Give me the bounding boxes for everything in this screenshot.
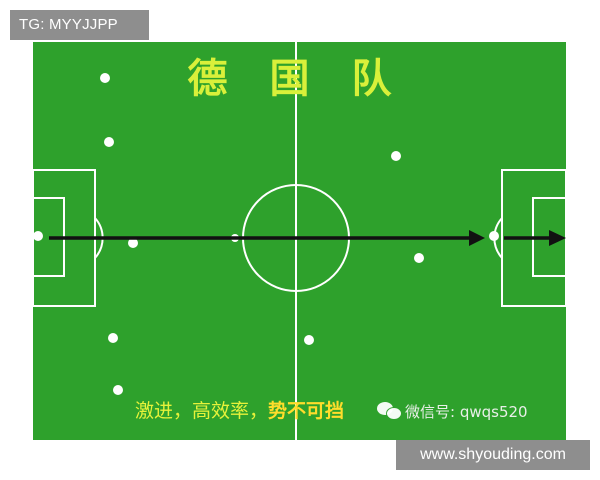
player-dot	[33, 231, 43, 241]
player-dot	[128, 238, 138, 248]
tactics-caption: 激进，高效率，势不可挡	[135, 398, 344, 424]
player-dots	[33, 73, 499, 395]
right-penalty-box	[501, 169, 566, 307]
player-dot	[113, 385, 123, 395]
team-title: 德国队	[187, 56, 434, 102]
player-dot	[104, 137, 114, 147]
pitch-markings	[33, 42, 566, 440]
attack-arrow-head	[469, 230, 485, 246]
website-watermark: www.shyouding.com	[396, 440, 590, 470]
player-dot	[108, 333, 118, 343]
player-dot	[414, 253, 424, 263]
wechat-logo-icon	[377, 402, 403, 420]
shot-arrow-head	[549, 230, 566, 246]
football-pitch: 德国队 激进，高效率，势不可挡 微信号: qwqs520	[33, 42, 566, 440]
player-dot	[304, 335, 314, 345]
wechat-credit: 微信号: qwqs520	[377, 398, 528, 424]
player-dot	[391, 151, 401, 161]
wechat-id: 微信号: qwqs520	[405, 402, 528, 421]
caption-highlight: 势不可挡	[268, 400, 345, 422]
caption-main: 激进，高效率，	[135, 400, 269, 422]
telegram-watermark: TG: MYYJJPP	[10, 10, 149, 40]
player-dot	[489, 231, 499, 241]
player-dot	[100, 73, 110, 83]
attack-arrows	[49, 230, 566, 246]
